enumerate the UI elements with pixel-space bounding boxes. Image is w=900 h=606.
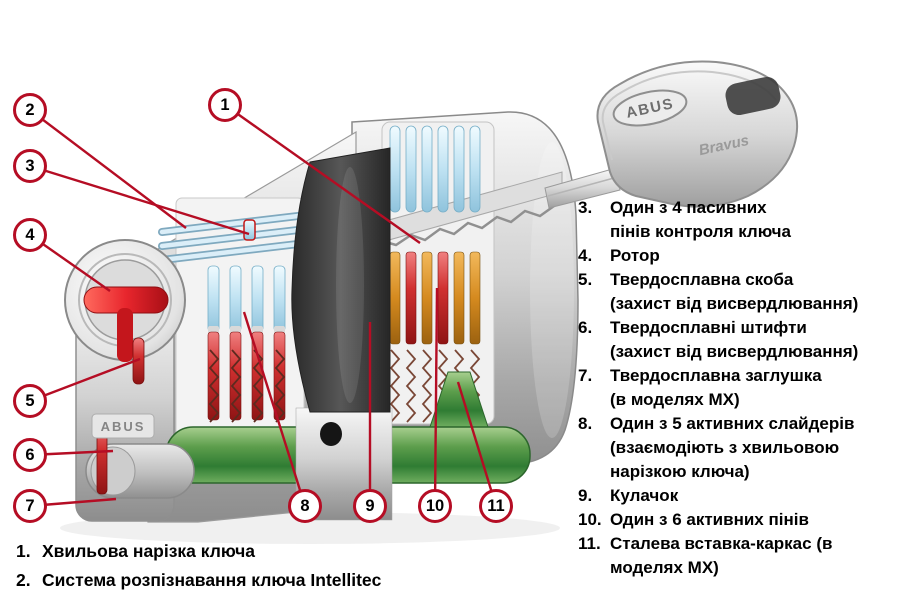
legend-item-text: Твердосплавна заглушка (в моделях MX) — [610, 366, 822, 409]
legend-item-text: Ротор — [610, 246, 660, 265]
brand-plate-text: ABUS — [101, 419, 146, 434]
legend-item-text: Кулачок — [610, 486, 679, 505]
front-face: ABUS — [64, 239, 186, 495]
legend-item-number: 4. — [578, 246, 593, 265]
legend-item-7: 7. Твердосплавна заглушка (в моделях MX) — [578, 364, 900, 412]
legend-item-text: Один з 4 пасивних пінів контроля ключа — [610, 198, 791, 241]
legend-item-text: Твердосплавна скоба (захист від висвердл… — [610, 270, 859, 313]
legend-item-9: 9. Кулачок — [578, 484, 900, 508]
legend-item-8: 8. Один з 5 активних слайдерів (взаємодію… — [578, 412, 900, 484]
rear-active-pins — [389, 251, 481, 423]
legend-item-text: Сталева вставка-каркас (в моделях MX) — [610, 534, 833, 577]
legend-item-3: 3. Один з 4 пасивних пінів контроля ключа — [578, 196, 900, 244]
key: ABUS Bravus — [544, 60, 799, 209]
key-wave-profile — [367, 204, 555, 249]
intellitec-sliders — [158, 212, 302, 264]
legend-bottom: 1. Хвильова нарізка ключа 2. Система розпі… — [16, 539, 381, 592]
legend-item-11: 11. Сталева вставка-каркас (в моделях MX) — [578, 532, 900, 580]
legend-item-1: 1. Хвильова нарізка ключа — [16, 539, 381, 563]
legend-item-number: 1. — [16, 541, 31, 561]
cam — [291, 147, 391, 413]
callout-number: 5 — [25, 391, 35, 410]
callout-number: 1 — [220, 95, 230, 114]
legend-item-2: 2. Система розпізнавання ключа Intellitec — [16, 568, 381, 592]
legend-item-number: 3. — [578, 198, 593, 217]
key-head-recess — [725, 76, 781, 116]
front-active-sliders — [207, 265, 286, 423]
legend-item-number: 6. — [578, 318, 593, 337]
callout-number: 2 — [25, 100, 35, 119]
legend-item-number: 5. — [578, 270, 593, 289]
callout-5: 5 — [13, 384, 47, 418]
callout-11: 11 — [479, 489, 513, 523]
callout-number: 8 — [300, 496, 310, 515]
brand-plate — [91, 413, 155, 439]
legend-item-text: Один з 5 активних слайдерів (взаємодіють… — [610, 414, 855, 481]
callout-number: 11 — [487, 496, 505, 515]
legend-item-6: 6. Твердосплавні штифти (захист від висве… — [578, 316, 900, 364]
control-pin-highlight — [243, 219, 256, 241]
callout-6: 6 — [13, 438, 47, 472]
legend-item-text: Хвильова нарізка ключа — [42, 541, 256, 561]
callout-9: 9 — [353, 489, 387, 523]
callout-number: 7 — [25, 496, 35, 515]
callout-number: 9 — [365, 496, 375, 515]
callout-4: 4 — [13, 218, 47, 252]
callout-10: 10 — [418, 489, 452, 523]
legend-item-number: 8. — [578, 414, 593, 433]
legend-item-number: 2. — [16, 570, 31, 590]
callout-number: 10 — [425, 496, 445, 515]
callout-number: 3 — [25, 156, 35, 175]
callout-number: 6 — [25, 445, 35, 464]
legend-right: 3. Один з 4 пасивних пінів контроля ключа… — [578, 196, 900, 580]
rear-passive-pins — [389, 125, 481, 213]
callout-number: 4 — [25, 225, 35, 244]
callout-1: 1 — [208, 88, 242, 122]
callout-3: 3 — [13, 149, 47, 183]
legend-item-number: 10. — [578, 510, 602, 529]
fixing-hole — [320, 422, 342, 446]
legend-item-text: Твердосплавні штифти (захист від висверд… — [610, 318, 859, 361]
legend-item-number: 9. — [578, 486, 593, 505]
callout-lines — [29, 104, 498, 508]
legend-item-5: 5. Твердосплавна скоба (захист від висвер… — [578, 268, 900, 316]
legend-item-10: 10. Один з 6 активних пінів — [578, 508, 900, 532]
legend-item-number: 7. — [578, 366, 593, 385]
legend-item-text: Один з 6 активних пінів — [610, 510, 809, 529]
callout-8: 8 — [288, 489, 322, 523]
callout-7: 7 — [13, 489, 47, 523]
callout-2: 2 — [13, 93, 47, 127]
legend-item-number: 11. — [578, 534, 601, 553]
legend-item-text: Система розпізнавання ключа Intellitec — [42, 570, 382, 590]
legend-item-4: 4. Ротор — [578, 244, 900, 268]
abus-logo-oval — [612, 89, 688, 127]
